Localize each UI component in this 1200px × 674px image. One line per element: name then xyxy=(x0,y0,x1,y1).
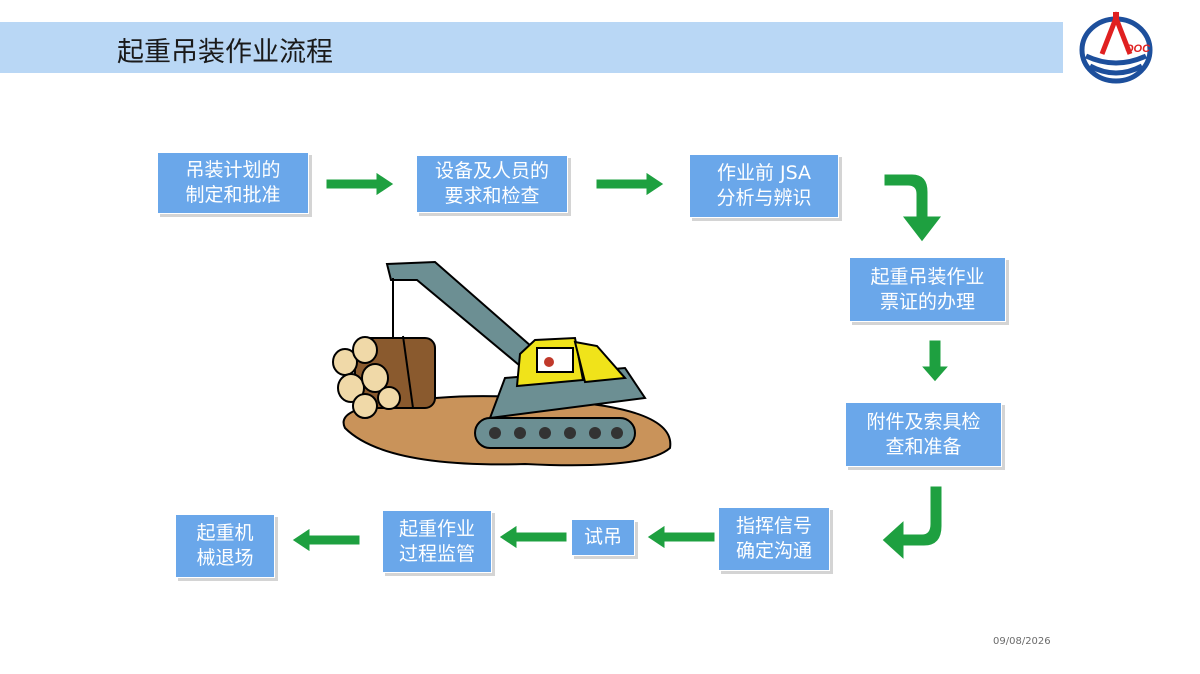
step-label: 起重作业 xyxy=(398,517,475,540)
step-label: 分析与辨识 xyxy=(716,187,812,209)
slide-date: 09/08/2026 xyxy=(993,636,1051,647)
title-bar: 起重吊装作业流程 xyxy=(0,22,1063,73)
arrow-left-icon xyxy=(498,525,567,549)
step-plan-approval: 吊装计划的制定和批准 xyxy=(157,152,309,214)
step-crane-exit: 起重机械退场 xyxy=(175,514,275,578)
step-label: 起重机 xyxy=(196,522,254,544)
step-signal-communication: 指挥信号确定沟通 xyxy=(718,507,830,571)
arrow-left-icon xyxy=(291,528,360,552)
step-equipment-personnel: 设备及人员的要求和检查 xyxy=(416,155,568,213)
step-label: 指挥信号 xyxy=(735,515,812,537)
step-label: 作业前 JSA xyxy=(716,162,812,184)
step-label: 吊装计划的 xyxy=(185,159,281,181)
step-label: 附件及索具检 xyxy=(866,410,981,433)
svg-text:OOC: OOC xyxy=(1125,43,1151,55)
arrow-right-icon xyxy=(326,172,395,196)
step-jsa-analysis: 作业前 JSA 分析与辨识 xyxy=(689,154,839,218)
step-label: 过程监管 xyxy=(398,542,475,565)
arrow-down-icon xyxy=(920,340,950,383)
crane-illustration xyxy=(332,260,672,467)
arrow-turn-left-icon xyxy=(881,486,943,562)
cnooc-logo: OOC xyxy=(1079,11,1153,84)
arrow-turn-down-icon xyxy=(883,173,944,243)
step-label: 要求和检查 xyxy=(444,185,540,207)
step-label: 查和准备 xyxy=(885,435,962,458)
step-label: 械退场 xyxy=(196,547,254,569)
arrow-left-icon xyxy=(646,525,715,549)
step-trial-lift: 试吊 xyxy=(571,519,635,556)
step-rigging-inspection: 附件及索具检查和准备 xyxy=(845,402,1002,467)
arrow-right-icon xyxy=(596,172,665,196)
step-label: 试吊 xyxy=(583,526,622,548)
step-label: 设备及人员的 xyxy=(434,160,549,182)
step-process-supervision: 起重作业过程监管 xyxy=(382,510,492,573)
step-label: 票证的办理 xyxy=(879,290,975,313)
page-title: 起重吊装作业流程 xyxy=(117,37,333,68)
step-label: 起重吊装作业 xyxy=(870,265,985,288)
step-label: 制定和批准 xyxy=(185,184,281,206)
step-label: 确定沟通 xyxy=(735,540,812,562)
step-permit-processing: 起重吊装作业票证的办理 xyxy=(849,257,1006,322)
